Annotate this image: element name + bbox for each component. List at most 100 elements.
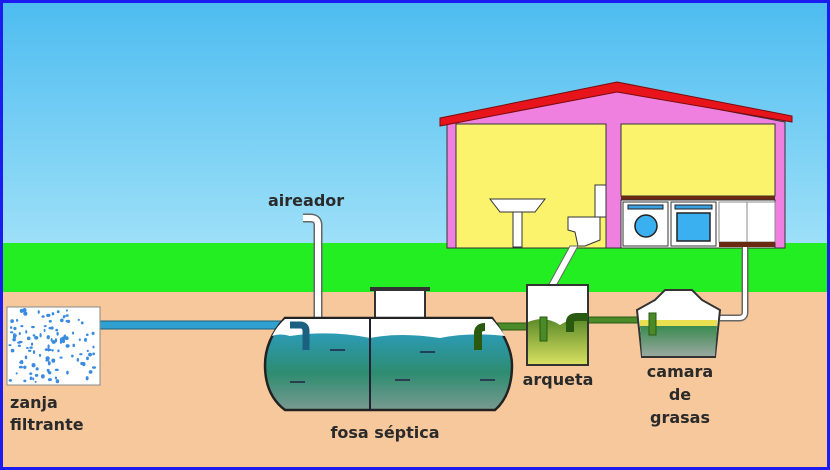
gravel-dot xyxy=(29,372,33,375)
gravel-dot xyxy=(60,318,64,323)
gravel-dot xyxy=(92,345,95,349)
gravel-dot xyxy=(84,337,87,342)
gravel-dot xyxy=(78,338,81,341)
gravel-dot xyxy=(18,332,21,336)
gravel-dot xyxy=(35,367,39,371)
gravel-dot xyxy=(88,370,93,374)
gravel-dot xyxy=(19,359,24,365)
gravel-dot xyxy=(9,331,14,334)
gravel-dot xyxy=(34,380,37,383)
gravel-dot xyxy=(41,315,45,318)
gravel-dot xyxy=(82,361,86,367)
gravel-dot xyxy=(79,353,83,356)
gravel-dot xyxy=(48,319,52,323)
gravel-dot xyxy=(31,363,36,368)
gravel-dot xyxy=(32,350,36,355)
gravel-dot xyxy=(40,374,45,379)
gravel-dot xyxy=(17,341,21,344)
gravel-dot xyxy=(54,376,58,380)
gravel-dot xyxy=(45,356,50,361)
gravel-dot xyxy=(45,359,50,362)
gravel-dot xyxy=(51,358,56,363)
camara-de-grasas xyxy=(635,289,722,358)
gravel-dot xyxy=(47,344,50,349)
gravel-dot xyxy=(17,344,21,348)
gravel-dot xyxy=(10,348,15,353)
gravel-dot xyxy=(55,379,60,384)
label-arqueta: arqueta xyxy=(523,370,594,389)
sink-icon xyxy=(488,198,547,248)
gravel-dot xyxy=(91,331,95,335)
gravel-dot xyxy=(23,379,27,383)
gravel-dot xyxy=(43,325,47,328)
gravel-dot xyxy=(20,325,24,328)
label-camara: camara xyxy=(647,362,713,381)
gravel-dot xyxy=(32,334,36,337)
gravel-dot xyxy=(13,326,17,331)
gravel-dot xyxy=(39,333,42,338)
gravel-dot xyxy=(27,349,32,352)
gravel-dot xyxy=(59,356,63,359)
gravel-dot xyxy=(12,337,16,342)
gravel-dot xyxy=(56,331,59,336)
label-aireador: aireador xyxy=(268,191,344,210)
gravel-dot xyxy=(54,368,59,371)
gravel-dot xyxy=(86,349,89,353)
gravel-dot xyxy=(71,354,74,358)
gravel-dot xyxy=(59,339,63,344)
gravel-dot xyxy=(19,308,24,313)
gravel-dot xyxy=(80,321,84,325)
cabinet xyxy=(718,201,748,243)
gravel-dot xyxy=(65,309,68,312)
gravel-dot xyxy=(22,308,27,313)
gravel-dot xyxy=(15,318,19,322)
gravel-dot xyxy=(46,313,51,318)
gravel-dot xyxy=(86,356,89,361)
gravel-dot xyxy=(10,326,13,330)
gravel-dot xyxy=(51,340,56,344)
gravel-dot xyxy=(51,312,55,316)
washing-machine-icon xyxy=(622,201,669,247)
arqueta-to-camara-pipe xyxy=(584,316,641,324)
gravel-dot xyxy=(92,352,96,356)
arqueta-box xyxy=(526,284,589,366)
gravel-dot xyxy=(77,318,80,321)
gravel-dot xyxy=(13,333,16,338)
gravel-dot xyxy=(72,343,75,348)
gravel-dot xyxy=(55,328,59,332)
gravel-dot xyxy=(63,337,68,340)
zanja-filtrante xyxy=(6,306,101,386)
gravel-dot xyxy=(8,344,12,347)
gravel-dot xyxy=(62,315,66,319)
gravel-dot xyxy=(65,319,70,323)
label-filtrante: filtrante xyxy=(10,415,84,434)
gravel-dot xyxy=(26,346,29,350)
oven-icon xyxy=(670,201,717,247)
kitchen xyxy=(620,123,776,197)
label-zanja: zanja xyxy=(10,393,58,412)
label-fosa-septica: fosa séptica xyxy=(330,423,439,442)
gravel-dot xyxy=(18,365,23,369)
gravel-dot xyxy=(47,361,51,366)
gravel-dot xyxy=(31,325,35,329)
gravel-dot xyxy=(46,335,50,340)
gravel-dot xyxy=(26,336,31,341)
gravel-dot xyxy=(72,331,75,335)
cabinet xyxy=(746,201,776,243)
gravel-dot xyxy=(48,326,53,330)
gravel-dot xyxy=(47,378,52,382)
gravel-dot xyxy=(56,310,60,314)
gravel-dot xyxy=(25,330,28,334)
gravel-dot xyxy=(65,344,70,348)
gravel-dot xyxy=(34,335,39,340)
gravel-dot xyxy=(47,347,50,352)
gravel-dot xyxy=(8,379,13,382)
gravel-dot xyxy=(88,352,93,357)
gravel-dot xyxy=(24,355,28,360)
gravel-dot xyxy=(23,365,27,370)
label-de: de xyxy=(669,385,691,404)
gravel-dot xyxy=(65,314,69,317)
gravel-dot xyxy=(76,358,80,362)
roof xyxy=(439,81,793,127)
